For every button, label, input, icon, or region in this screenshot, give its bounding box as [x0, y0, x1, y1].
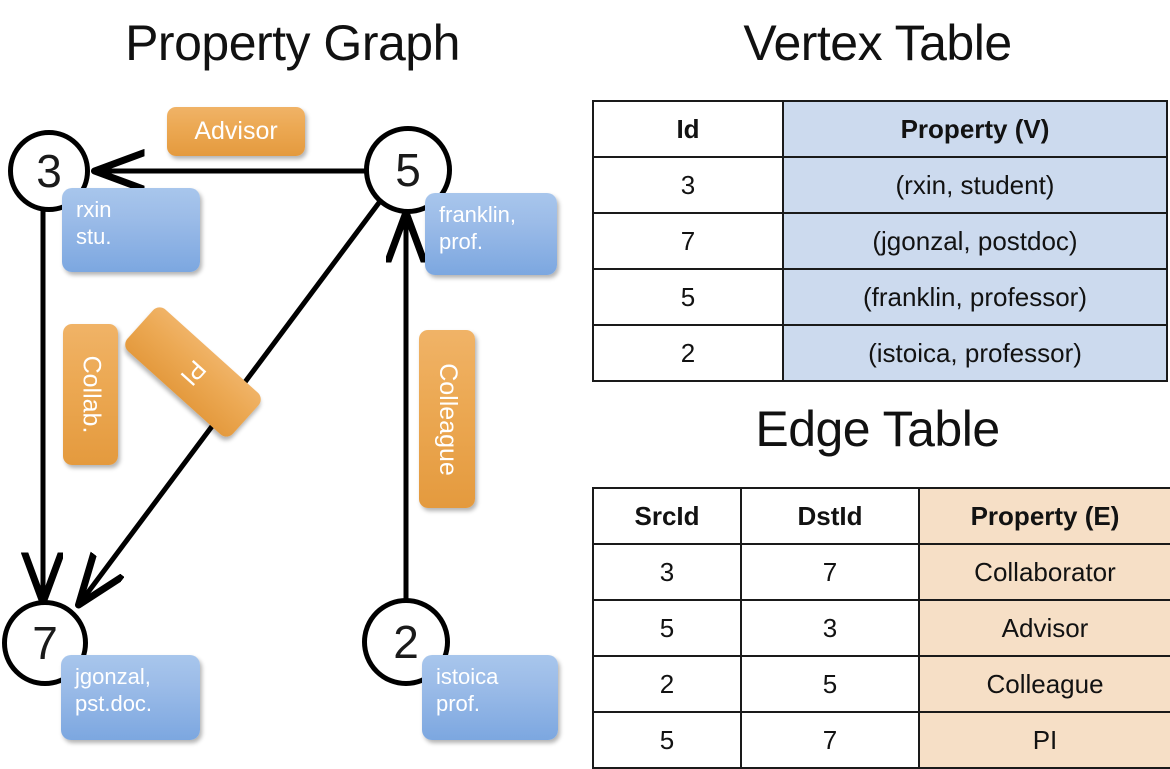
edge-table-cell-srcid: 5 [592, 599, 742, 657]
edge-label-advisor: Advisor [167, 107, 305, 156]
edge-table-cell-dstid: 3 [740, 599, 920, 657]
edge-table-cell-dstid: 5 [740, 655, 920, 713]
vertex-table-cell-property: (istoica, professor) [782, 324, 1168, 382]
vertex-table-cell-property: (rxin, student) [782, 156, 1168, 214]
table-row[interactable]: 5 7 PI [592, 711, 1170, 769]
graph-node-2-label: 2 [393, 616, 419, 668]
vertex-property-box-7: jgonzal, pst.doc. [61, 655, 200, 740]
table-row[interactable]: 5 3 Advisor [592, 599, 1170, 657]
vertex-table-cell-id: 7 [592, 212, 784, 270]
property-graph-diagram: 3 5 7 2 rxin stu. franklin, prof. jgonza… [0, 0, 585, 760]
vertex-table-cell-property: (jgonzal, postdoc) [782, 212, 1168, 270]
edge-table-cell-property: PI [918, 711, 1170, 769]
edge-label-collab-text: Collab. [77, 355, 106, 434]
vertex-property-box-3: rxin stu. [62, 188, 200, 272]
edge-label-collab: Collab. [63, 324, 118, 465]
edge-table-header-row: SrcId DstId Property (E) [592, 487, 1170, 545]
vertex-table-cell-property: (franklin, professor) [782, 268, 1168, 326]
table-row[interactable]: 5 (franklin, professor) [592, 268, 1168, 326]
edge-table-header-property: Property (E) [918, 487, 1170, 545]
graph-node-7-label: 7 [32, 617, 58, 669]
vertex-table-header-row: Id Property (V) [592, 100, 1168, 158]
table-row[interactable]: 7 (jgonzal, postdoc) [592, 212, 1168, 270]
vertex-table-cell-id: 3 [592, 156, 784, 214]
edge-label-colleague-text: Colleague [433, 362, 462, 476]
edge-table-cell-dstid: 7 [740, 711, 920, 769]
graph-node-5-label: 5 [395, 144, 421, 196]
edge-label-advisor-text: Advisor [194, 117, 278, 145]
page-title-edge-table: Edge Table [755, 401, 1000, 457]
edge-table-cell-srcid: 3 [592, 543, 742, 601]
vertex-table-cell-id: 2 [592, 324, 784, 382]
table-row[interactable]: 2 (istoica, professor) [592, 324, 1168, 382]
edge-table-cell-srcid: 2 [592, 655, 742, 713]
edge-table-cell-property: Colleague [918, 655, 1170, 713]
vertex-table-header-id: Id [592, 100, 784, 158]
edge-table-cell-dstid: 7 [740, 543, 920, 601]
edge-label-colleague: Colleague [419, 330, 475, 508]
edge-label-pi-text: PI [175, 354, 212, 391]
edge-table-header-dstid: DstId [740, 487, 920, 545]
vertex-property-box-5: franklin, prof. [425, 193, 557, 275]
table-row[interactable]: 3 7 Collaborator [592, 543, 1170, 601]
edge-table-header-srcid: SrcId [592, 487, 742, 545]
table-row[interactable]: 2 5 Colleague [592, 655, 1170, 713]
page-title-vertex-table: Vertex Table [743, 15, 1012, 71]
edge-table-cell-property: Advisor [918, 599, 1170, 657]
edge-table: SrcId DstId Property (E) 3 7 Collaborato… [592, 487, 1170, 769]
graph-node-2[interactable]: 2 [362, 598, 450, 686]
vertex-table-header-property: Property (V) [782, 100, 1168, 158]
vertex-table-cell-id: 5 [592, 268, 784, 326]
edge-table-cell-srcid: 5 [592, 711, 742, 769]
graph-node-3-label: 3 [36, 145, 62, 197]
edge-table-cell-property: Collaborator [918, 543, 1170, 601]
table-row[interactable]: 3 (rxin, student) [592, 156, 1168, 214]
page-title-property-graph: Property Graph [125, 15, 460, 71]
vertex-property-box-2: istoica prof. [422, 655, 558, 740]
vertex-table: Id Property (V) 3 (rxin, student) 7 (jgo… [592, 100, 1168, 382]
